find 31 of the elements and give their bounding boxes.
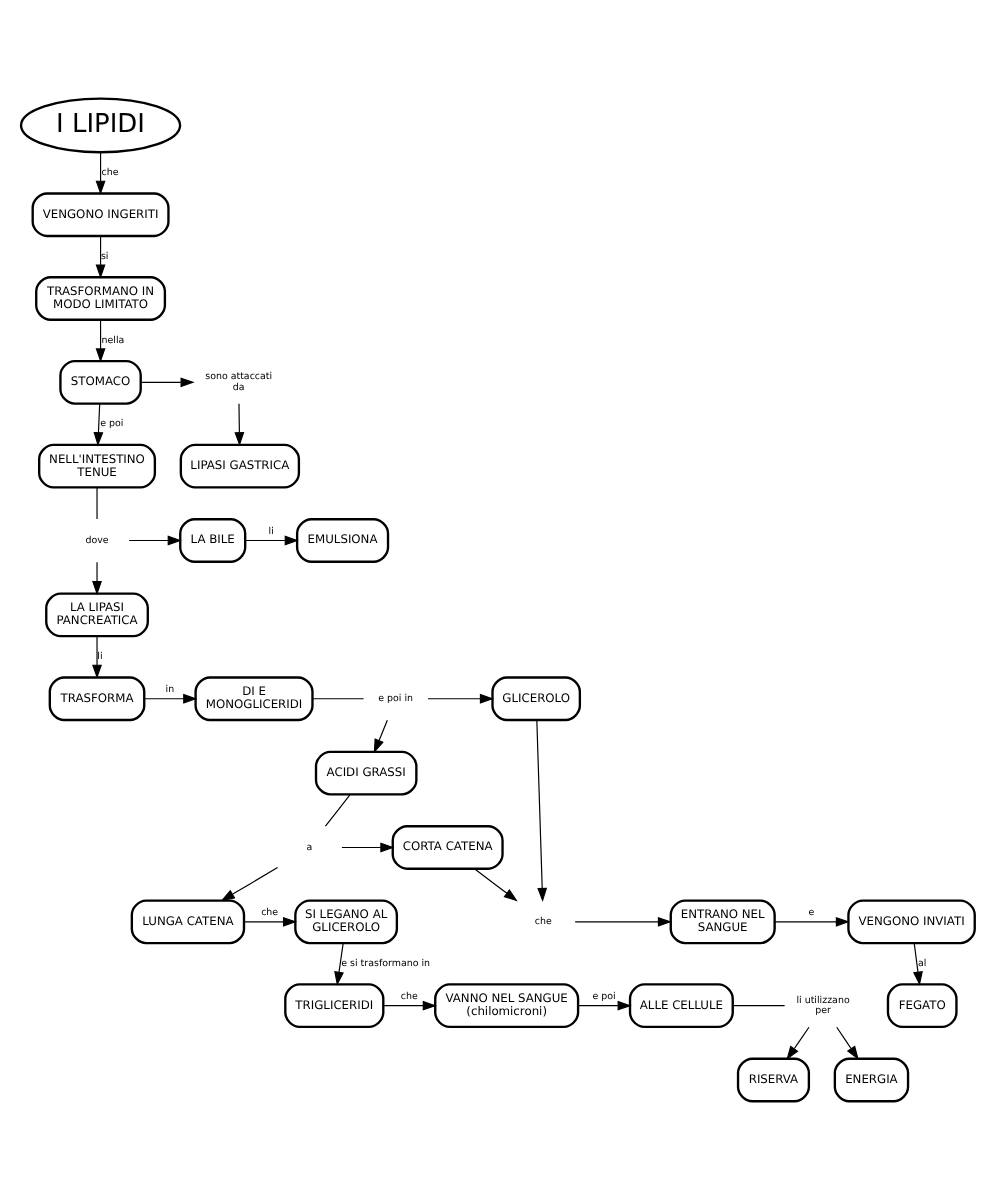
arrow [913, 942, 923, 986]
arrow [234, 403, 245, 447]
arrow [373, 719, 388, 754]
arrow [143, 693, 198, 704]
arrow [474, 868, 518, 902]
arrow [577, 1000, 632, 1011]
arrow [95, 235, 106, 279]
arrow [383, 1000, 437, 1011]
arrow [574, 916, 673, 927]
connector [96, 487, 98, 520]
arrow [140, 377, 195, 388]
arrow [220, 867, 279, 902]
arrow [774, 916, 850, 927]
arrow [786, 1026, 810, 1061]
arrow [92, 635, 102, 679]
connector [732, 1005, 786, 1007]
arrow [341, 842, 395, 853]
arrow [244, 535, 299, 546]
arrow [93, 403, 104, 447]
node-ellipse: I LIPIDI [19, 97, 182, 154]
arrow [95, 151, 106, 195]
arrow [128, 535, 182, 546]
connector [312, 698, 365, 700]
connector [324, 794, 351, 827]
arrow [92, 561, 102, 596]
arrow [536, 719, 548, 903]
arrow [243, 916, 298, 927]
arrow [95, 319, 106, 363]
arrow [334, 942, 344, 986]
arrow [427, 693, 495, 704]
arrow [836, 1026, 859, 1061]
